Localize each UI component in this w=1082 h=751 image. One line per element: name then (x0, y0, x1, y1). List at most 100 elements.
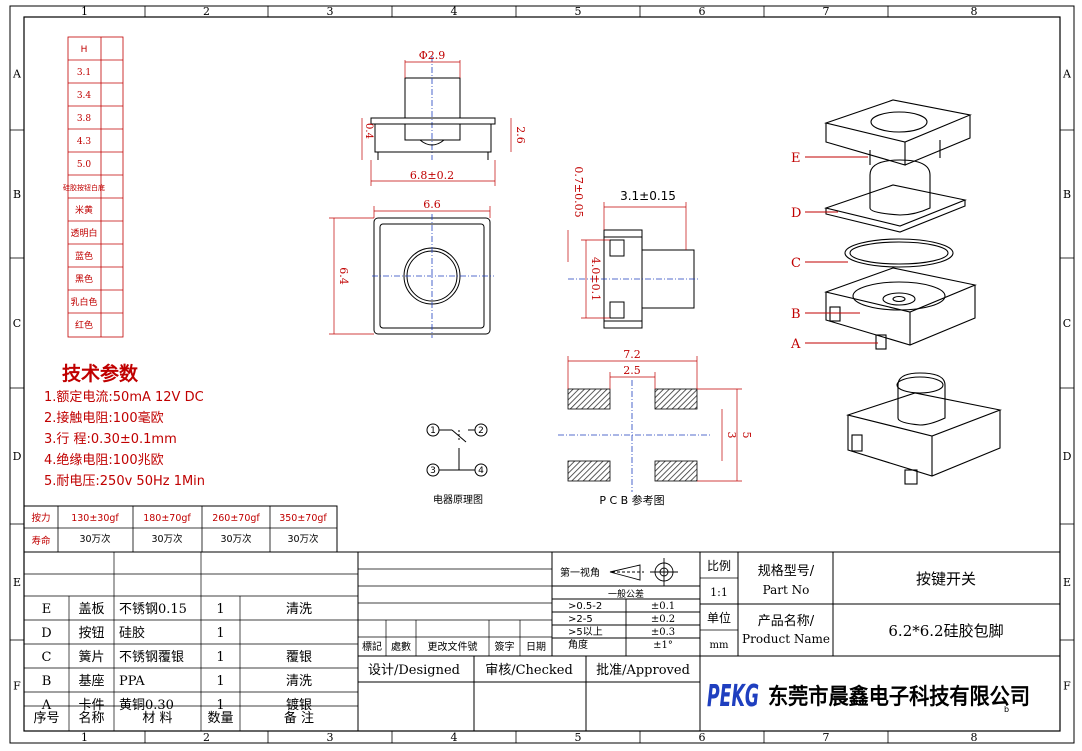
bom-header: 序号 (33, 711, 59, 726)
grid-col-top: 8 (971, 5, 978, 18)
bom-cell-note: 清洗 (286, 602, 312, 617)
scale-value: 1:1 (710, 586, 728, 599)
product-label-en: Product Name (742, 632, 830, 646)
tolerance-value: ±0.3 (651, 627, 675, 638)
tolerance-value: ±0.2 (651, 614, 675, 625)
grid-col-top: 3 (327, 5, 334, 18)
bom-header: 数量 (207, 711, 233, 726)
unit-value: mm (710, 640, 729, 651)
bom-cell-no: C (42, 650, 52, 665)
grid-row-right: A (1062, 68, 1072, 81)
scale-label: 比例 (707, 559, 731, 573)
exploded-part-label: E (791, 151, 801, 166)
schematic-pin: 4 (478, 466, 484, 476)
product-value: 6.2*6.2硅胶包脚 (888, 622, 1003, 640)
grid-col-bottom: 6 (699, 731, 706, 744)
grid-col-bottom: 8 (971, 731, 978, 744)
exploded-part-label: A (790, 337, 801, 352)
tolerance-value: ±1° (653, 640, 673, 651)
exploded-part-label: B (791, 307, 801, 322)
schematic-pin: 3 (430, 466, 436, 476)
color-option: 透明白 (70, 227, 97, 239)
grid-col-top: 6 (699, 5, 706, 18)
force-value: 350±70gf (279, 513, 327, 524)
dim-pcb-inner: 2.5 (623, 364, 641, 377)
pcb-caption: P C B 参考图 (599, 493, 664, 507)
side-view (567, 202, 700, 329)
schematic-pin: 2 (478, 426, 484, 436)
approved-label: 批准/Approved (596, 663, 690, 678)
grid-row-left: D (13, 450, 22, 463)
revision-header: 處數 (391, 640, 411, 653)
life-value: 30万次 (151, 533, 183, 545)
height-value: 3.8 (77, 114, 92, 124)
bom-cell-qty: 1 (216, 626, 224, 641)
title-block (699, 551, 1061, 732)
bom-cell-name: 卡件 (78, 698, 104, 713)
bom-cell-note: 清洗 (286, 674, 312, 689)
exploded-part-label: C (791, 256, 801, 271)
exploded-part-label: D (791, 206, 801, 221)
grid-row-right: E (1063, 576, 1071, 589)
life-value: 30万次 (79, 533, 111, 545)
life-label: 寿命 (31, 535, 51, 547)
part-no-value: 按键开关 (916, 570, 976, 588)
life-value: 30万次 (287, 533, 319, 545)
force-label: 按力 (31, 512, 50, 524)
life-value: 30万次 (220, 533, 252, 545)
frame-grid-ticks (10, 6, 1074, 743)
grid-col-top: 2 (203, 5, 210, 18)
pcb-reference (558, 356, 742, 492)
dim-body-width: 6.8±0.2 (410, 169, 454, 182)
unit-label: 单位 (707, 610, 731, 625)
bom-cell-no: D (41, 626, 51, 641)
bom-cell-note: 覆银 (286, 650, 312, 665)
grid-col-bottom: 4 (451, 731, 458, 744)
tolerance-value: ±0.1 (651, 601, 675, 612)
height-value: 5.0 (77, 160, 92, 170)
dim-stem-diameter: Φ2.9 (419, 49, 446, 62)
corner-mark: b (1004, 705, 1009, 714)
bom-cell-qty: 1 (216, 650, 224, 665)
grid-row-left: F (13, 680, 21, 693)
bom-cell-material: 不锈钢0.15 (119, 602, 187, 617)
dim-side-lead: 0.7±0.05 (572, 166, 585, 217)
bom-cell-name: 盖板 (78, 602, 104, 617)
revision-header: 更改文件號 (428, 640, 478, 653)
revision-header: 標記 (362, 640, 382, 653)
product-label: 产品名称/ (758, 613, 815, 629)
bom-header: 名称 (78, 710, 104, 726)
front-view (361, 56, 512, 186)
dim-top-width: 6.6 (423, 198, 441, 211)
dim-pcb-height: 5 (740, 432, 753, 439)
grid-col-bottom: 5 (575, 731, 582, 744)
part-no-label-en: Part No (763, 583, 810, 597)
bom-cell-material: 不锈钢覆银 (119, 650, 184, 665)
tech-param-item: 3.行 程:0.30±0.1mm (44, 432, 177, 447)
height-value: 4.3 (77, 137, 92, 147)
grid-col-top: 1 (81, 5, 88, 18)
revision-header: 日期 (526, 641, 546, 653)
color-option: 红色 (75, 319, 93, 331)
grid-row-right: B (1063, 188, 1071, 201)
grid-row-left: B (13, 188, 21, 201)
dim-side-small: 0.4 (363, 123, 374, 139)
company-name: 东莞市晨鑫电子科技有限公司 (768, 684, 1030, 710)
bom-cell-no: A (41, 698, 52, 713)
grid-col-top: 7 (823, 5, 830, 18)
projection-label: 第一视角 (560, 566, 600, 579)
height-value: 3.4 (77, 91, 92, 101)
bom-cell-qty: 1 (216, 674, 224, 689)
schematic-pin: 1 (430, 426, 436, 436)
tech-param-item: 5.耐电压:250v 50Hz 1Min (44, 474, 205, 489)
tech-param-item: 1.额定电流:50mA 12V DC (44, 390, 204, 405)
tech-param-item: 2.接触电阻:100毫欧 (44, 410, 164, 426)
checked-label: 审核/Checked (485, 663, 573, 678)
bom-cell-qty: 1 (216, 698, 224, 713)
dim-pcb-width: 7.2 (623, 348, 641, 361)
dim-side-height: 2.6 (514, 126, 527, 144)
grid-col-bottom: 1 (81, 731, 88, 744)
